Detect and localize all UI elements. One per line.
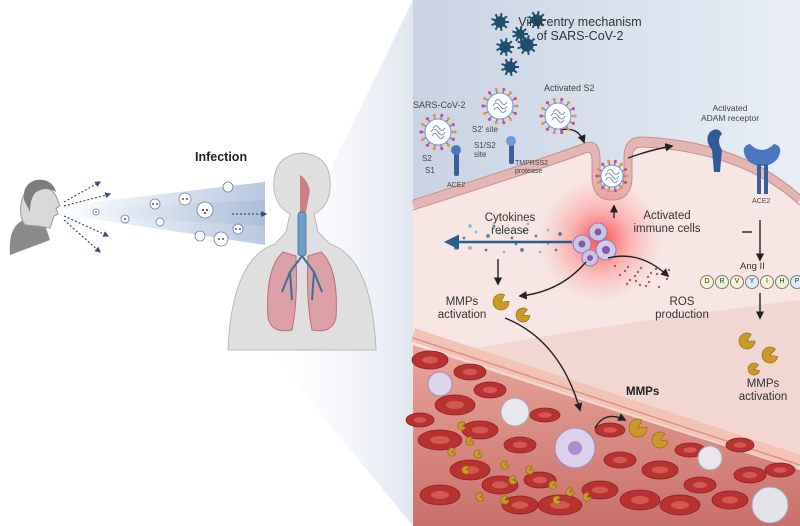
mmp-enzyme xyxy=(500,460,510,470)
s2-label: S2 xyxy=(422,154,432,163)
mmp-enzyme-icon xyxy=(447,293,779,505)
mmps-activation-left-label: MMPs activation xyxy=(437,296,487,322)
virus-particle xyxy=(528,10,546,30)
ace2-label-right: ACE2 xyxy=(752,198,771,205)
mmp-enzyme xyxy=(475,492,485,502)
mmp-enzyme xyxy=(447,447,457,457)
virus-particle xyxy=(512,25,528,43)
mmp-enzyme xyxy=(747,362,761,376)
figure-title: Viral entry mechanism of SARS-CoV-2 xyxy=(518,15,642,44)
virus-particle xyxy=(595,159,629,193)
ros-production-label: ROS production xyxy=(655,296,709,322)
sars-cov-2-label: SARS-CoV-2 xyxy=(413,100,466,110)
mmps-activation-right-label: MMPs activation xyxy=(738,378,788,404)
breath-cone xyxy=(60,182,265,245)
person-icon xyxy=(9,179,61,255)
ace2-label-left: ACE2 xyxy=(447,182,466,189)
mmp-enzyme xyxy=(565,487,575,497)
virus-particle xyxy=(496,37,514,57)
adam-receptor-label: Activated ADAM receptor xyxy=(700,103,760,123)
ang-ii-residue: P xyxy=(790,275,800,289)
ang-ii-residue: R xyxy=(715,275,729,289)
ang-ii-residue: I xyxy=(760,275,774,289)
activated-immune-cells-label: Activated immune cells xyxy=(633,210,701,236)
mmp-enzyme xyxy=(457,421,467,431)
droplet-arrows xyxy=(63,181,268,253)
ace2-receptor-icon xyxy=(451,145,461,176)
mmp-enzyme xyxy=(525,465,535,475)
mmp-enzyme xyxy=(492,293,510,311)
mmp-enzyme xyxy=(651,431,669,449)
adam-receptor-icon xyxy=(707,129,722,172)
virus-particle xyxy=(419,113,457,151)
mmp-enzyme xyxy=(473,449,483,459)
aerosol-droplets xyxy=(92,181,244,247)
mmp-enzyme xyxy=(465,436,475,446)
virus-particle xyxy=(539,97,577,135)
ang-ii-label: Ang II xyxy=(740,261,765,272)
infection-label: Infection xyxy=(195,150,248,164)
ang-ii-residue: V xyxy=(730,275,744,289)
ace2-receptor-right-icon xyxy=(743,144,781,194)
lungs-torso-icon xyxy=(227,152,377,351)
mmps-vessel-label: MMPs xyxy=(626,386,660,398)
ang-ii-residue: H xyxy=(775,275,789,289)
virus-particle xyxy=(491,12,509,32)
s2-prime-site-label: S2' site xyxy=(472,125,498,134)
mmp-enzyme xyxy=(508,475,518,485)
mmp-enzyme xyxy=(761,346,779,364)
tmprss2-label: TMPRSS2 protease xyxy=(515,160,549,176)
mmp-enzyme xyxy=(548,480,558,490)
mmp-enzyme xyxy=(500,495,510,505)
ang-ii-residue: D xyxy=(700,275,714,289)
s1-s2-site-label: S1/S2 site xyxy=(474,141,496,160)
virus-icon xyxy=(419,10,629,193)
tmprss2-protease-icon xyxy=(506,136,516,164)
mmp-enzyme xyxy=(515,307,531,323)
ang-ii-residue: Y xyxy=(745,275,759,289)
mmp-enzyme xyxy=(552,495,562,505)
pathway-arrows xyxy=(493,128,765,429)
mmp-enzyme xyxy=(628,418,648,438)
activated-s2-label: Activated S2 xyxy=(544,83,595,93)
cytokines-release-label: Cytokines release xyxy=(484,212,536,238)
red-blood-cell-icon xyxy=(405,350,796,516)
mmp-enzyme xyxy=(582,492,592,502)
virus-particle xyxy=(517,34,537,56)
mmp-enzyme xyxy=(461,465,471,475)
ang-ii-peptide: DRVYIHPF xyxy=(700,275,800,289)
ros-particles xyxy=(613,264,671,289)
virus-particle xyxy=(481,87,519,125)
mmp-enzyme xyxy=(738,332,756,350)
virus-particle xyxy=(501,57,519,77)
s1-label: S1 xyxy=(425,166,435,175)
leukocyte-icon xyxy=(427,371,789,524)
